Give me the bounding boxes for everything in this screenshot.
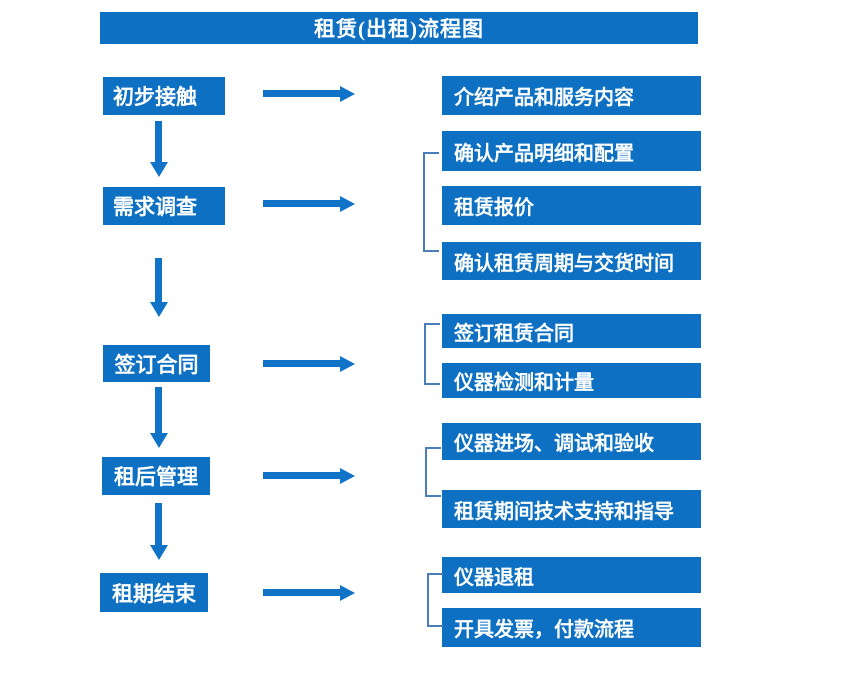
arrow-line: [155, 503, 162, 546]
detail-box-technical-support: 租赁期间技术支持和指导: [442, 490, 701, 528]
arrow-head-icon: [150, 162, 168, 177]
arrow-head-icon: [340, 86, 355, 102]
arrow-head-icon: [150, 545, 168, 560]
bracket-group-5: [427, 573, 443, 627]
step-box-post-rental-management: 租后管理: [102, 457, 210, 495]
arrow-head-icon: [340, 196, 355, 212]
arrow-line: [155, 258, 162, 303]
arrow-head-icon: [340, 585, 355, 601]
step-box-initial-contact: 初步接触: [103, 77, 225, 115]
detail-box-rental-quote: 租赁报价: [442, 186, 701, 225]
detail-box-sign-rental-contract: 签订租赁合同: [442, 314, 701, 348]
arrow-line: [263, 589, 341, 596]
arrow-line: [263, 472, 341, 479]
arrow-head-icon: [150, 433, 168, 448]
arrow-line: [263, 200, 341, 207]
bracket-group-2: [423, 152, 439, 252]
arrow-line: [263, 360, 341, 367]
detail-box-invoice-payment: 开具发票，付款流程: [442, 608, 701, 647]
step-box-rental-end: 租期结束: [100, 573, 208, 612]
arrow-line: [263, 90, 341, 97]
step-box-sign-contract: 签订合同: [103, 345, 210, 382]
arrow-head-icon: [340, 356, 355, 372]
detail-box-instrument-setup: 仪器进场、调试和验收: [442, 423, 701, 460]
detail-box-instrument-return: 仪器退租: [442, 557, 701, 593]
step-box-demand-survey: 需求调查: [103, 187, 225, 225]
arrow-head-icon: [150, 302, 168, 317]
bracket-group-3: [424, 323, 440, 385]
detail-box-instrument-testing: 仪器检测和计量: [442, 363, 701, 398]
detail-box-intro-products: 介绍产品和服务内容: [442, 76, 701, 115]
detail-box-confirm-rental-period: 确认租赁周期与交货时间: [442, 242, 701, 280]
bracket-group-4: [425, 447, 441, 497]
arrow-line: [155, 387, 162, 434]
arrow-head-icon: [340, 468, 355, 484]
flowchart-title: 租赁(出租)流程图: [100, 12, 698, 44]
arrow-line: [155, 121, 162, 163]
detail-box-confirm-product-details: 确认产品明细和配置: [442, 131, 701, 171]
